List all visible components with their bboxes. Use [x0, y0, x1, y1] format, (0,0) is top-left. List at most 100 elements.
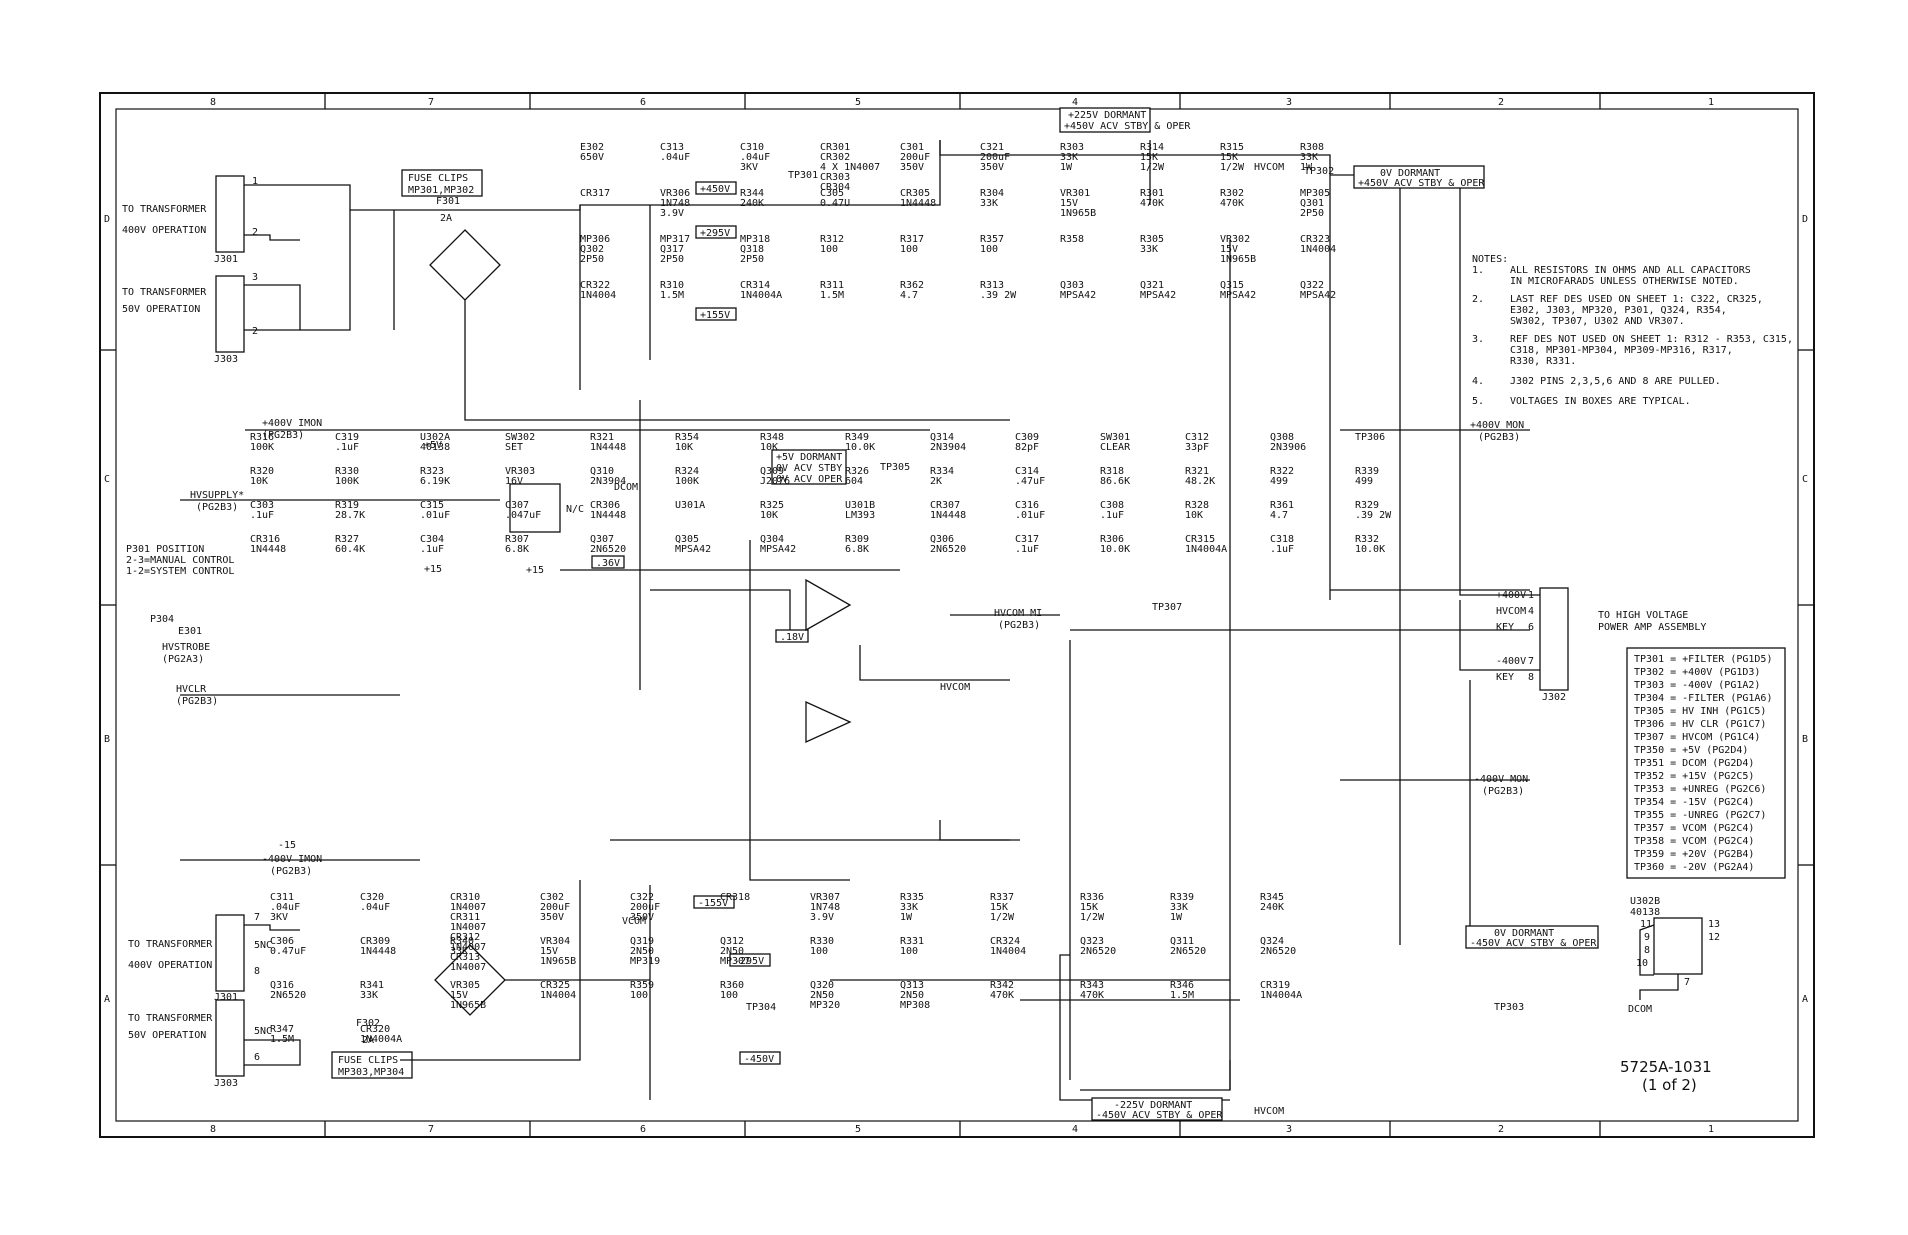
dorm-tc-l2: +450V ACV STBY & OPER — [1064, 121, 1191, 132]
pin-5nc: 5NC — [254, 940, 272, 951]
component-label: R332 — [1355, 534, 1379, 545]
component-label: Q321 — [1140, 280, 1164, 291]
hvcom-bot: HVCOM — [1254, 1106, 1284, 1117]
component-label: 1N4004 — [1300, 244, 1336, 255]
component-label: R323 — [420, 466, 444, 477]
dorm-br-l2: -450V ACV STBY & OPER — [1470, 938, 1597, 949]
component-label: Q316 — [270, 980, 294, 991]
tp301: TP301 — [788, 170, 818, 181]
j302-body — [1539, 587, 1569, 691]
tp-row: TP353 = +UNREG (PG2C6) — [1634, 784, 1766, 795]
tp-row: TP359 = +20V (PG2B4) — [1634, 849, 1754, 860]
component-label: 240K — [740, 198, 764, 209]
zone-col-bottom: 7 — [428, 1124, 434, 1135]
component-label: R334 — [930, 466, 954, 477]
component-label: R357 — [980, 234, 1004, 245]
j301-bottom-connector — [215, 914, 245, 992]
zone-row-right: D — [1802, 214, 1808, 225]
component-label: Q318 — [740, 244, 764, 255]
component-label: CR315 — [1185, 534, 1215, 545]
pin-3: 3 — [252, 272, 258, 283]
component-label: Q310 — [590, 466, 614, 477]
note5-num: 5. — [1472, 396, 1484, 407]
zone-row-left: C — [104, 474, 110, 485]
component-label: MPSA42 — [1140, 290, 1176, 301]
component-label: 4 X 1N4007 — [820, 162, 880, 173]
component-label: 33K — [1140, 244, 1158, 255]
component-label: .1uF — [1270, 544, 1294, 555]
component-label: CR306 — [590, 500, 620, 511]
note3-l3: R330, R331. — [1510, 356, 1576, 367]
t50-top-l1: TO TRANSFORMER — [122, 287, 207, 298]
rail-m155: -155V — [698, 898, 728, 909]
u302b-body — [1653, 917, 1703, 975]
component-label: C301 — [900, 142, 924, 153]
component-label: Q304 — [760, 534, 784, 545]
j301-label: J301 — [214, 254, 238, 265]
component-label: CR322 — [580, 280, 610, 291]
component-labels-top: E302650VC313.04uFC310.04uF3KVCR301CR3024… — [580, 142, 1336, 301]
component-label: .01uF — [1015, 510, 1045, 521]
component-label: R312 — [820, 234, 844, 245]
component-label: 1N4448 — [590, 510, 626, 521]
component-label: 10K — [250, 476, 268, 487]
component-label: 2N6520 — [1080, 946, 1116, 957]
component-label: Q303 — [1060, 280, 1084, 291]
dcom-u302: DCOM — [614, 482, 638, 493]
rail-m450: -450V — [744, 1054, 774, 1065]
hvcom-mi: HVCOM MI — [994, 608, 1042, 619]
component-label: C305 — [820, 188, 844, 199]
component-label: R320 — [250, 466, 274, 477]
component-label: 2N50 — [810, 990, 834, 1001]
u302b-pin13: 13 — [1708, 919, 1720, 930]
component-label: R346 — [1170, 980, 1194, 991]
tp302: TP302 — [1304, 166, 1334, 177]
component-label: 1N748 — [810, 902, 840, 913]
component-label: 0.47uF — [270, 946, 306, 957]
component-label: 10K — [675, 442, 693, 453]
component-label: 200uF — [900, 152, 930, 163]
zone-col-bottom: 8 — [210, 1124, 216, 1135]
u301b-body — [805, 700, 852, 744]
f301-ref: F301 — [436, 196, 460, 207]
component-label: 2N6520 — [1260, 946, 1296, 957]
component-label: 4.7 — [1270, 510, 1288, 521]
component-label: Q302 — [580, 244, 604, 255]
note2-num: 2. — [1472, 294, 1484, 305]
u302b-pin11: 11 — [1640, 919, 1652, 930]
component-label: 10.0K — [845, 442, 875, 453]
component-label: R347 — [270, 1024, 294, 1035]
component-label: VR302 — [1220, 234, 1250, 245]
zone-row-left: D — [104, 214, 110, 225]
tp-row: TP304 = -FILTER (PG1A6) — [1634, 693, 1772, 704]
u302b-pin7: 7 — [1684, 977, 1690, 988]
note1-num: 1. — [1472, 265, 1484, 276]
component-label: .1uF — [250, 510, 274, 521]
zone-row-left: A — [104, 994, 110, 1005]
tp-row: TP302 = +400V (PG1D3) — [1634, 667, 1760, 678]
component-label: .047uF — [505, 510, 541, 521]
component-label: 1W — [900, 912, 913, 923]
fuse-bot-l1: FUSE CLIPS — [338, 1055, 398, 1066]
component-label: Q320 — [810, 980, 834, 991]
fuse-top-l2: MP301,MP302 — [408, 185, 474, 196]
t50-bot-l1: TO TRANSFORMER — [128, 1013, 213, 1024]
component-label: R330 — [335, 466, 359, 477]
component-label: 1N4448 — [360, 946, 396, 957]
component-label: 1N4007 — [450, 942, 486, 953]
component-label: 15K — [1080, 902, 1098, 913]
component-label: 1N4448 — [930, 510, 966, 521]
component-label: C307 — [505, 500, 529, 511]
component-label: CR314 — [740, 280, 770, 291]
component-label: CR317 — [580, 188, 610, 199]
component-label: C315 — [420, 500, 444, 511]
component-label: 1N4004 — [580, 290, 616, 301]
component-label: 48.2K — [1185, 476, 1215, 487]
component-labels-mid: R316100KC319.1uFU302A40138SW302SETR3211N… — [250, 432, 1392, 555]
component-label: R313 — [980, 280, 1004, 291]
component-label: MP308 — [900, 1000, 930, 1011]
component-label: R304 — [980, 188, 1004, 199]
component-label: U301A — [675, 500, 705, 511]
